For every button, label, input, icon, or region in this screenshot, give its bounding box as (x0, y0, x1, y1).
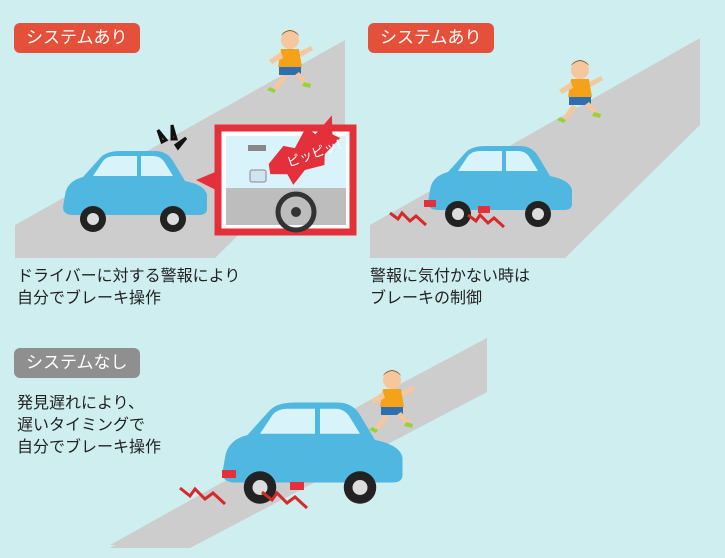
mirror (248, 145, 266, 151)
caption-3-line-1: 発見遅れにより、 (17, 392, 161, 414)
caption-1: ドライバーに対する警報により 自分でブレーキ操作 (17, 265, 240, 309)
caption-2: 警報に気付かない時は ブレーキの制御 (370, 265, 530, 309)
system-off-badge: システムなし (14, 348, 140, 378)
caption-3-line-3: 自分でブレーキ操作 (17, 436, 161, 458)
system-on-badge-1: システムあり (14, 23, 140, 53)
caption-2-line-2: ブレーキの制御 (370, 287, 530, 309)
caption-3: 発見遅れにより、 遅いタイミングで 自分でブレーキ操作 (17, 392, 161, 458)
caption-3-line-2: 遅いタイミングで (17, 414, 161, 436)
sensor-icon (250, 170, 266, 182)
caption-2-line-1: 警報に気付かない時は (370, 265, 530, 287)
system-on-badge-2: システムあり (368, 23, 494, 53)
caption-1-line-2: 自分でブレーキ操作 (17, 287, 240, 309)
caption-1-line-1: ドライバーに対する警報により (17, 265, 240, 287)
dashboard (226, 188, 346, 225)
